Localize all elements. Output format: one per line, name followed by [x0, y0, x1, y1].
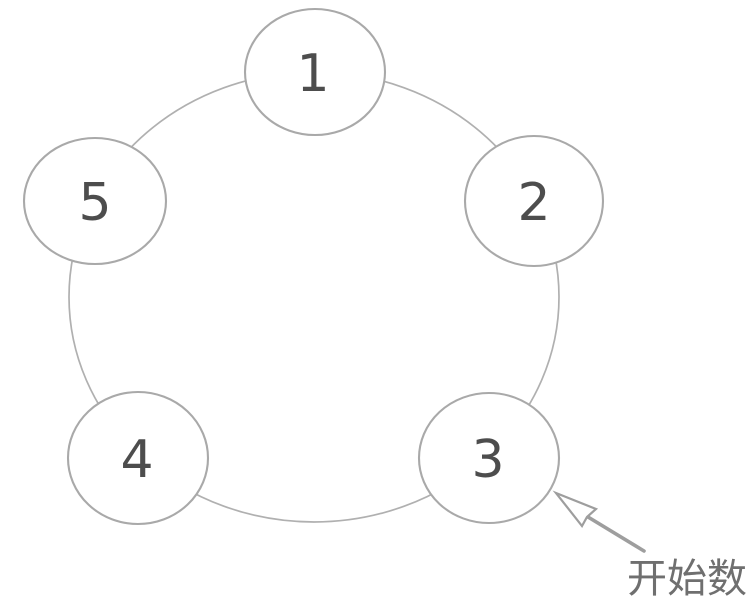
node-circle-1: [243, 7, 387, 137]
node-circle-5: [22, 136, 168, 266]
node-label-5: 5: [78, 173, 111, 233]
node-circle-4: [66, 390, 210, 526]
node-2: 2: [463, 134, 605, 268]
node-label-2: 2: [517, 173, 550, 233]
node-label-4: 4: [120, 430, 153, 490]
node-1: 1: [243, 7, 387, 137]
start-pointer-arrow: [552, 490, 646, 553]
node-label-1: 1: [296, 44, 329, 104]
start-counting-label: 开始数: [627, 556, 747, 602]
node-circle-2: [463, 134, 605, 268]
node-label-3: 3: [471, 430, 504, 490]
node-3: 3: [417, 391, 561, 525]
arrow-shaft: [586, 515, 646, 553]
node-circle-3: [417, 391, 561, 525]
node-4: 4: [66, 390, 210, 526]
arrow-head-icon: [552, 490, 599, 528]
node-5: 5: [22, 136, 168, 266]
